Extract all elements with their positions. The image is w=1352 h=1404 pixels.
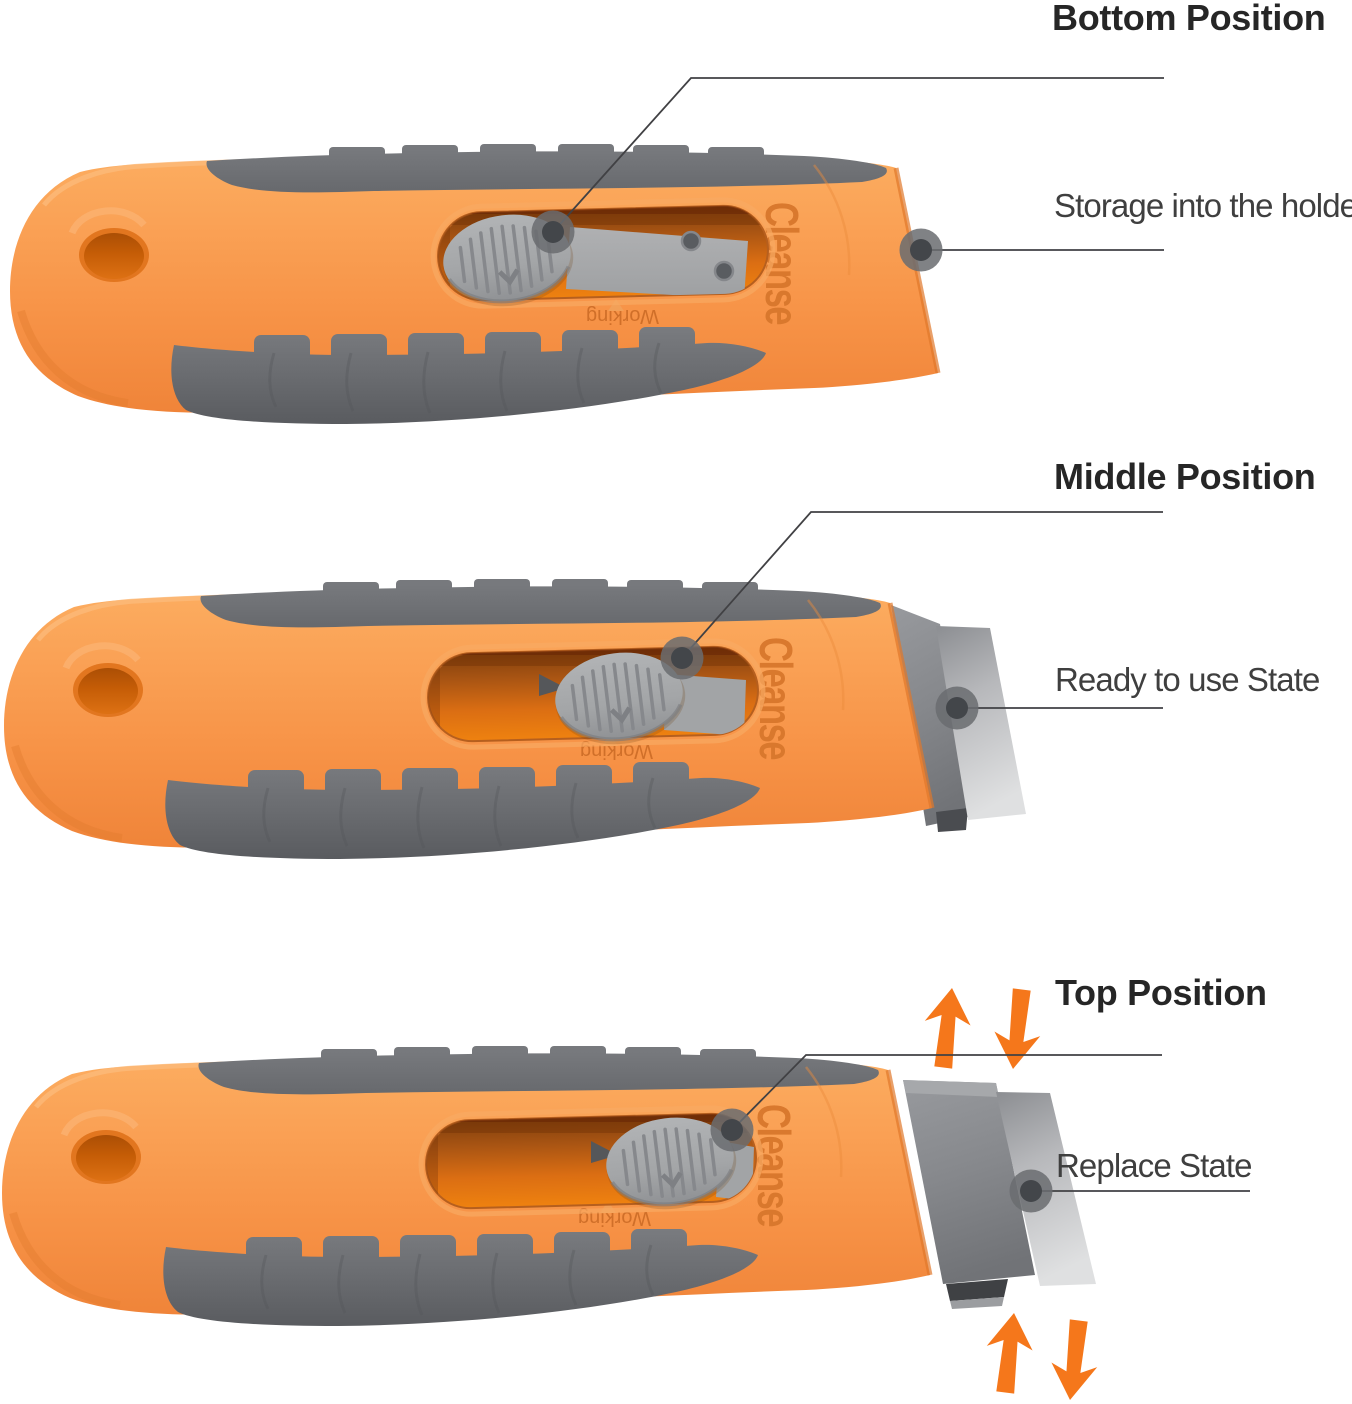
svg-text:Replace State: Replace State <box>1056 1147 1252 1184</box>
svg-text:Top Position: Top Position <box>1055 972 1267 1013</box>
svg-text:Storage into the holder: Storage into the holder <box>1054 187 1352 224</box>
svg-text:Middle Position: Middle Position <box>1054 456 1316 497</box>
svg-text:Ready to use State: Ready to use State <box>1055 661 1319 698</box>
svg-text:Bottom Position: Bottom Position <box>1052 0 1325 38</box>
